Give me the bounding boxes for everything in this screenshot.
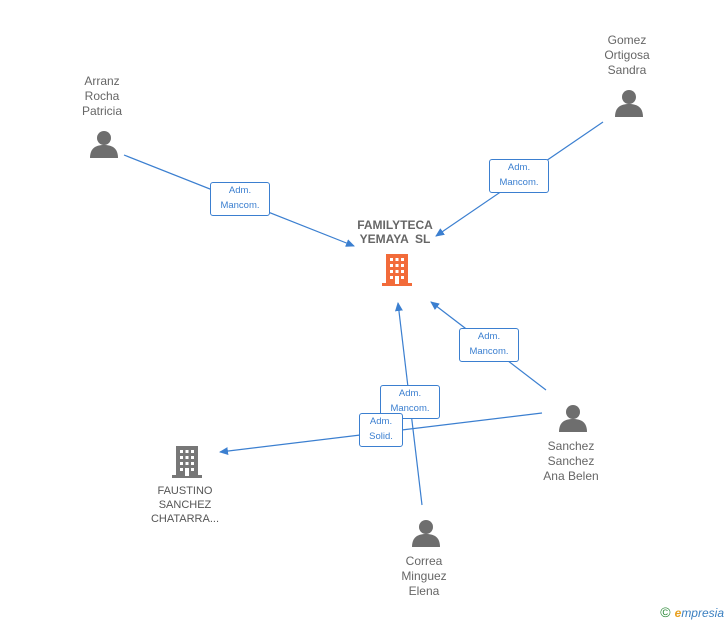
edge-label-line: Adm. xyxy=(398,388,422,399)
edge-label-line: Adm. xyxy=(477,331,501,342)
edge-label-line: Mancom. xyxy=(220,200,260,211)
person-icon xyxy=(90,131,118,158)
edge-label-arranz[interactable]: Adm. Mancom. xyxy=(210,182,270,216)
edge-label-line: Adm. xyxy=(228,185,252,196)
edge-label-line: Adm. xyxy=(369,416,393,427)
edge-label-line: Solid. xyxy=(369,431,393,442)
edge-label-sanchez-familyteca[interactable]: Adm. Mancom. xyxy=(459,328,519,362)
faustino-company-name[interactable]: FAUSTINO SANCHEZ CHATARRA... xyxy=(130,484,240,526)
person-name-line: Rocha xyxy=(84,89,120,103)
person-name-line: Gomez xyxy=(607,33,647,47)
person-name-correa[interactable]: Correa Minguez Elena xyxy=(384,554,464,599)
company-name-line: SANCHEZ xyxy=(158,499,212,511)
person-name-line: Ortigosa xyxy=(604,48,650,62)
edge-label-sanchez-faustino[interactable]: Adm. Solid. xyxy=(359,413,403,447)
person-icon xyxy=(615,90,643,117)
brand-first-letter: e xyxy=(674,606,682,620)
person-icon xyxy=(412,520,440,547)
edge-label-line: Adm. xyxy=(507,162,531,173)
person-name-gomez[interactable]: Gomez Ortigosa Sandra xyxy=(587,33,667,78)
building-icon xyxy=(172,446,202,478)
person-name-sanchez[interactable]: Sanchez Sanchez Ana Belen xyxy=(531,439,611,484)
edge-label-line: Mancom. xyxy=(390,403,430,414)
person-name-line: Sanchez xyxy=(547,454,595,468)
person-name-line: Minguez xyxy=(401,569,447,583)
edge-label-line: Mancom. xyxy=(499,177,539,188)
person-icon xyxy=(559,405,587,432)
brand-name: mpresia xyxy=(681,606,724,620)
company-name-line: FAMILYTECA xyxy=(357,218,433,232)
edge-label-gomez[interactable]: Adm. Mancom. xyxy=(489,159,549,193)
person-name-arranz[interactable]: Arranz Rocha Patricia xyxy=(62,74,142,119)
company-name-line: YEMAYA SL xyxy=(359,232,431,246)
edge-label-line: Mancom. xyxy=(469,346,509,357)
person-name-line: Sandra xyxy=(607,63,647,77)
company-name-line: FAUSTINO xyxy=(157,485,213,497)
empresia-logo: ©empresia xyxy=(660,604,724,620)
person-name-line: Arranz xyxy=(84,74,120,88)
person-name-line: Patricia xyxy=(81,104,122,118)
main-company-name[interactable]: FAMILYTECA YEMAYA SL xyxy=(340,218,450,246)
copyright-symbol: © xyxy=(660,604,671,620)
building-icon xyxy=(382,254,412,286)
person-name-line: Elena xyxy=(408,584,440,598)
company-name-line: CHATARRA... xyxy=(150,513,220,525)
person-name-line: Correa xyxy=(405,554,443,568)
person-name-line: Ana Belen xyxy=(543,469,599,483)
person-name-line: Sanchez xyxy=(547,439,595,453)
